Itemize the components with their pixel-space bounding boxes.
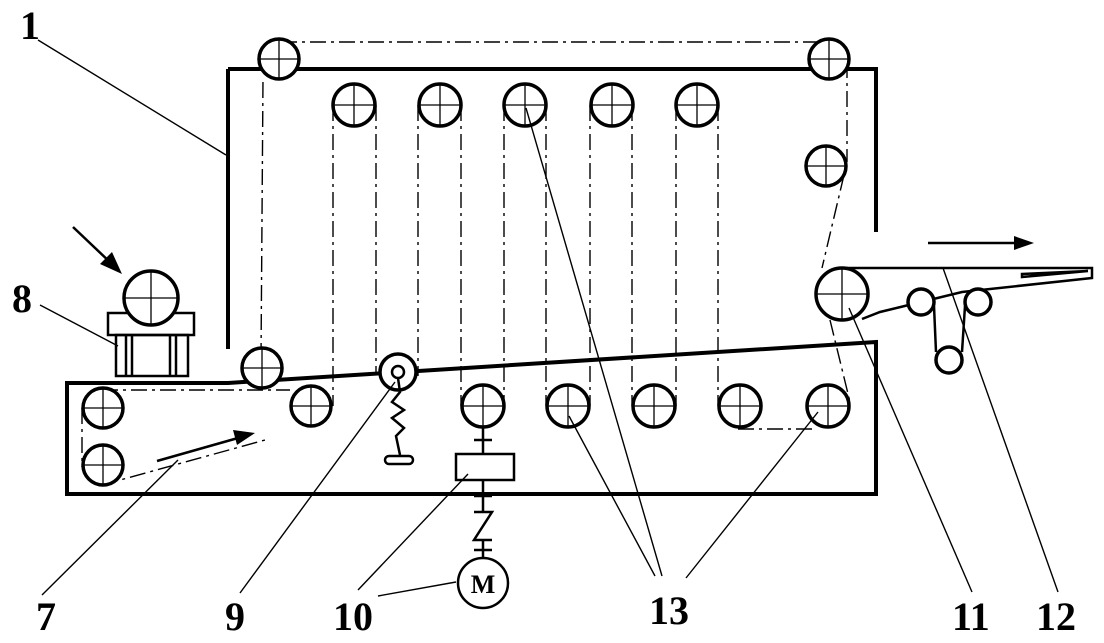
motor-label: M	[471, 570, 496, 599]
exit-roller-11	[814, 266, 870, 322]
roller-upper-3	[502, 82, 548, 128]
roller-upper-2	[417, 82, 463, 128]
roller-lower-5	[717, 383, 763, 429]
label-9: 9	[225, 594, 245, 639]
label-12: 12	[1036, 594, 1076, 639]
label-1: 1	[20, 3, 40, 48]
part-labels: 1 8 7 9 10 13 11 12	[12, 3, 1076, 639]
label-7: 7	[36, 594, 56, 639]
roller-upper-5	[674, 82, 720, 128]
roller-entry-2	[81, 443, 125, 487]
tension-device-9	[378, 352, 418, 466]
roller-right-mid	[804, 144, 848, 188]
feed-arrow	[72, 226, 122, 274]
roller-lower-4	[631, 383, 677, 429]
roller-upper-4	[589, 82, 635, 128]
rollers	[81, 37, 870, 487]
roller-lower-3	[545, 383, 591, 429]
roller-lower-2	[460, 383, 506, 429]
roller-step-upper	[240, 346, 284, 390]
roller-lower-6	[805, 383, 851, 429]
motor-circle	[456, 556, 510, 610]
roller-lower-1	[289, 384, 333, 428]
label-10: 10	[333, 594, 373, 639]
feed-roll-stand-8	[106, 269, 196, 378]
roller-top-left	[257, 37, 301, 81]
output-arrow	[928, 236, 1034, 250]
output-folder-12	[842, 266, 1094, 375]
roller-top-right	[807, 37, 851, 81]
roller-upper-1	[331, 82, 377, 128]
label-8: 8	[12, 276, 32, 321]
housing-outline	[65, 67, 878, 496]
leader-lines	[37, 39, 1059, 597]
fabric-direction-arrow	[156, 430, 255, 463]
label-13: 13	[649, 588, 689, 633]
label-11: 11	[952, 594, 990, 639]
fabric-path	[81, 41, 851, 486]
roller-entry-1	[81, 386, 125, 430]
drive-assembly-10: M	[454, 427, 516, 610]
